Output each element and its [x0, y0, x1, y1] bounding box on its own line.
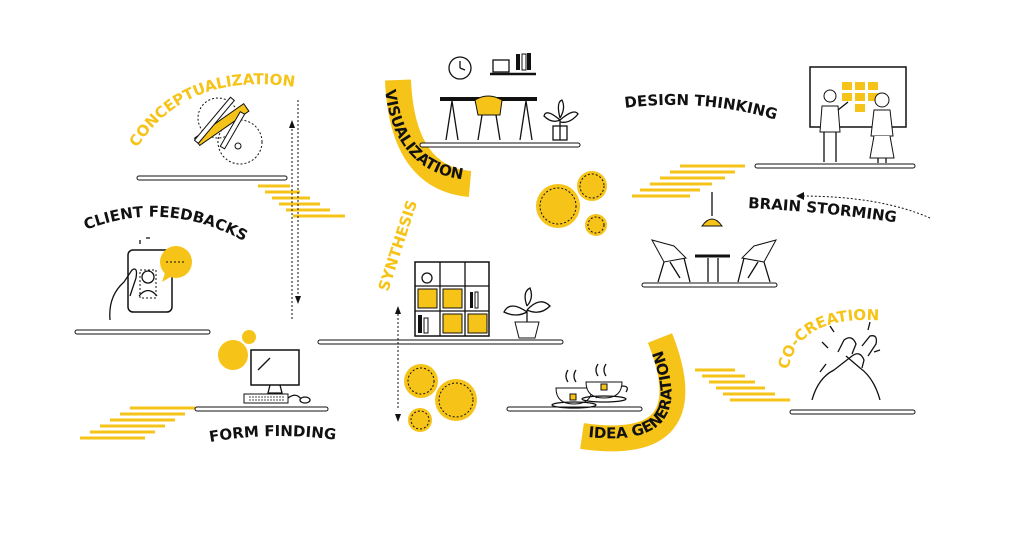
bookshelf-plant-icon [414, 261, 551, 339]
stairs-conceptualization [258, 184, 345, 218]
stairs-co-creation [695, 368, 790, 402]
whiteboard-people-icon [809, 66, 907, 163]
desk-workspace-icon [440, 53, 579, 141]
arrow-heads [289, 120, 804, 422]
drawing-tools-icon [193, 96, 263, 165]
meeting-table-icon [650, 192, 778, 283]
label-form-finding: FORM FINDING [208, 422, 337, 446]
high-five-icon [811, 321, 881, 401]
thought-bubbles-top [536, 171, 607, 236]
stairs-design-thinking [632, 164, 745, 198]
label-synthesis: SYNTHESIS [375, 198, 421, 293]
stairs-form-finding [80, 406, 195, 440]
visualization-arc-band [385, 79, 472, 197]
dotted-arrows [291, 100, 931, 410]
phone-chat-icon [109, 237, 192, 321]
label-client-feedbacks: CLIENT FEEDBACKS [81, 203, 250, 245]
idea-generation-arc-band [580, 333, 686, 452]
platforms [74, 142, 916, 415]
label-brain-storming: BRAIN STORMING [748, 194, 898, 226]
thought-bubbles-bottom [404, 364, 477, 432]
tea-cups-icon [551, 363, 628, 409]
computer-icon [218, 330, 311, 404]
label-design-thinking: DESIGN THINKING [623, 91, 779, 124]
